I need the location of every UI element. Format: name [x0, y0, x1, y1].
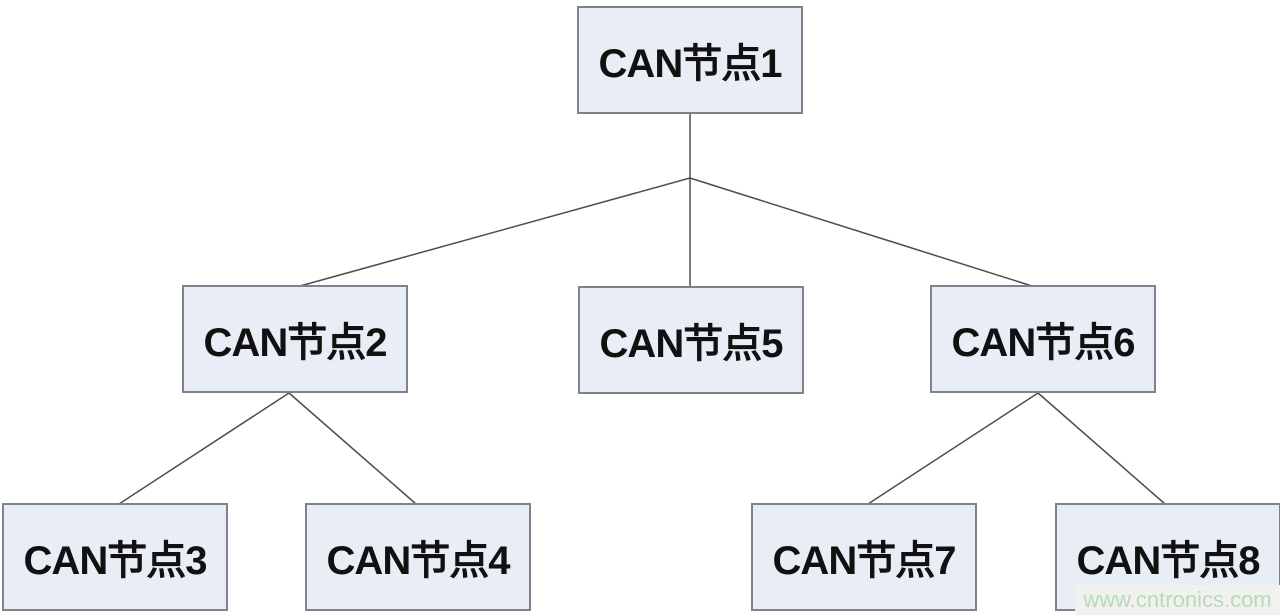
node-can5: CAN节点5	[578, 286, 804, 394]
node-can1-label: CAN节点1	[598, 42, 783, 86]
node-can7: CAN节点7	[751, 503, 977, 611]
node-can3: CAN节点3	[2, 503, 228, 611]
node-can8-label: CAN节点8	[1076, 539, 1261, 583]
edge-can2-can3	[118, 392, 290, 505]
edge-can1-can6	[689, 177, 1033, 287]
node-can1: CAN节点1	[577, 6, 803, 114]
node-can4-label: CAN节点4	[326, 539, 511, 583]
node-can3-label: CAN节点3	[23, 539, 208, 583]
node-can5-label: CAN节点5	[599, 322, 784, 366]
edge-can2-can4	[288, 392, 417, 505]
node-can2: CAN节点2	[182, 285, 408, 393]
node-can2-label: CAN节点2	[203, 321, 388, 365]
node-can6: CAN节点6	[930, 285, 1156, 393]
watermark: www.cntronics.com	[1075, 585, 1280, 615]
edge-can1-can2	[299, 177, 691, 287]
node-can6-label: CAN节点6	[951, 321, 1136, 365]
node-can7-label: CAN节点7	[772, 539, 957, 583]
edge-can6-can7	[867, 392, 1039, 505]
edge-can6-can8	[1037, 392, 1166, 505]
node-can4: CAN节点4	[305, 503, 531, 611]
